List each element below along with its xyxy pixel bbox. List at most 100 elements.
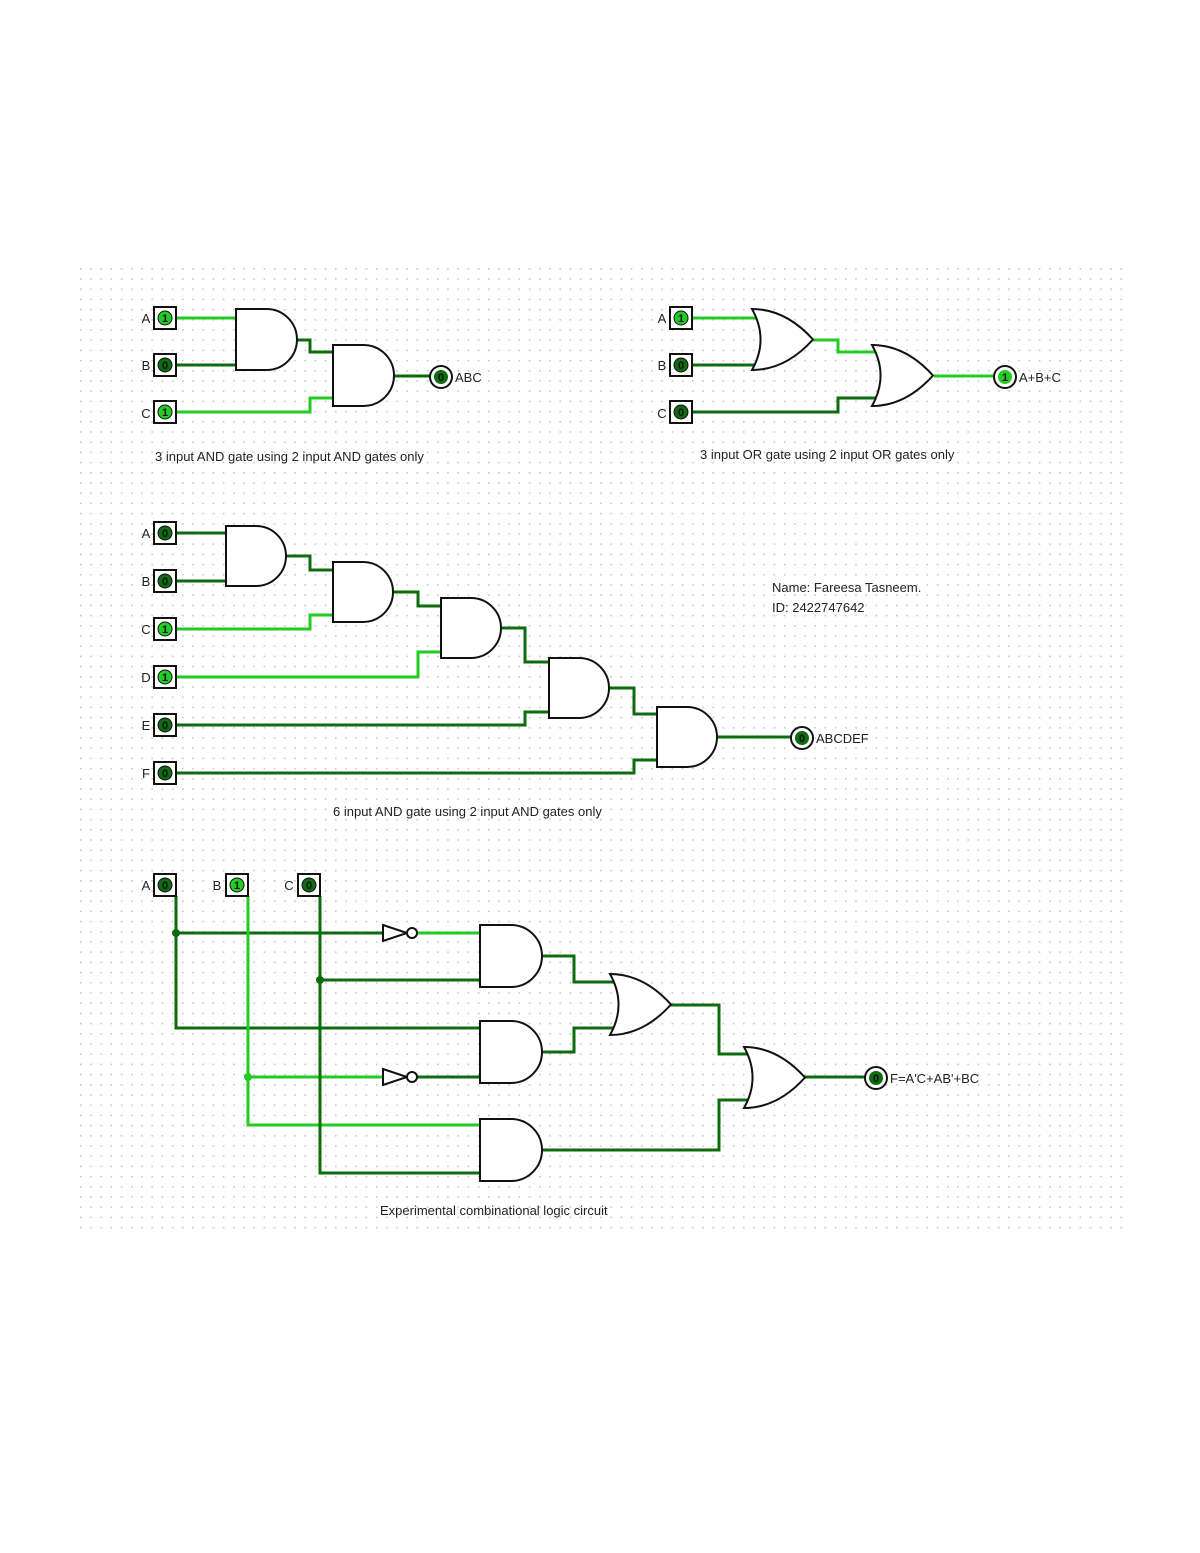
input-pin-c[interactable]: 1 [153,400,177,424]
pin-value: 0 [438,372,444,384]
or-gate[interactable] [870,343,935,408]
pin-led [998,370,1012,384]
output-label-abc: ABC [455,370,482,385]
wire [174,896,480,1030]
pin-led [301,877,317,893]
pin-led [157,765,173,781]
pin-value: 0 [799,733,805,745]
gate-layer [225,307,935,1182]
pin-value: 0 [873,1073,879,1085]
and-gate[interactable] [548,657,610,719]
pin-led [157,717,173,733]
or-gate[interactable] [742,1045,807,1110]
wire [392,590,441,608]
input-pin-c[interactable]: 0 [669,400,693,424]
and-gate[interactable] [225,525,287,587]
input-label-c: C [657,406,666,421]
wire [812,338,878,354]
output-pin-f[interactable]: 0 [864,1066,888,1090]
wire [536,1098,748,1152]
input-pin-a[interactable]: 1 [669,306,693,330]
not-gate[interactable] [382,923,411,943]
input-pin-a[interactable]: 1 [153,306,177,330]
pin-led [157,877,173,893]
output-pin-abcdef[interactable]: 0 [790,726,814,750]
input-pin-b[interactable]: 0 [669,353,693,377]
not-gate-bubble [406,1071,418,1083]
and-gate[interactable] [656,706,718,768]
pin-led [157,573,173,589]
input-pin-f[interactable]: 0 [153,761,177,785]
caption-circuit-1: 3 input AND gate using 2 input AND gates… [155,449,424,464]
wire-junction [244,1073,252,1081]
not-gate-bubble [406,927,418,939]
or-gate[interactable] [608,972,673,1037]
wire [318,896,480,1175]
input-pin-b[interactable]: 0 [153,353,177,377]
input-pin-d[interactable]: 1 [153,665,177,689]
pin-led [673,357,689,373]
input-pin-b[interactable]: 1 [225,873,249,897]
input-pin-e[interactable]: 0 [153,713,177,737]
output-pin-a-plus-b-plus-c[interactable]: 1 [993,365,1017,389]
caption-circuit-2: 3 input OR gate using 2 input OR gates o… [700,447,955,462]
wire [176,650,441,679]
wire [500,626,549,664]
pin-value: 1 [234,880,240,892]
input-pin-c[interactable]: 0 [297,873,321,897]
input-label-d: D [141,670,150,685]
input-label-a: A [142,311,151,326]
and-gate[interactable] [479,1118,543,1182]
pin-led [157,669,173,685]
pin-value: 1 [162,624,168,636]
wire-junction [316,976,324,984]
wire [176,396,333,414]
output-label-a-plus-b-plus-c: A+B+C [1019,370,1061,385]
or-gate[interactable] [750,307,815,372]
pin-led [157,404,173,420]
pin-value: 0 [162,360,168,372]
pin-led [157,621,173,637]
input-label-b: B [142,574,151,589]
and-gate[interactable] [332,561,394,623]
output-pin-abc[interactable]: 0 [429,365,453,389]
not-gate[interactable] [382,1067,411,1087]
input-pin-a[interactable]: 0 [153,873,177,897]
wire [692,396,878,414]
input-pin-b[interactable]: 0 [153,569,177,593]
input-label-a: A [142,526,151,541]
author-name: Name: Fareesa Tasneem. [772,580,921,595]
input-pin-a[interactable]: 0 [153,521,177,545]
pin-value: 1 [162,407,168,419]
wire [176,710,549,727]
input-label-c: C [141,406,150,421]
input-label-c: C [284,878,293,893]
pin-value: 0 [678,360,684,372]
author-id: ID: 2422747642 [772,600,865,615]
pin-value: 0 [306,880,312,892]
wire [296,338,333,354]
pin-led [673,310,689,326]
wire [176,613,333,631]
and-gate[interactable] [479,1020,543,1084]
and-gate[interactable] [479,924,543,988]
output-label-f: F=A'C+AB'+BC [890,1071,979,1086]
input-pin-c[interactable]: 1 [153,617,177,641]
and-gate[interactable] [332,344,395,407]
caption-circuit-4: Experimental combinational logic circuit [380,1203,608,1218]
wire-junction [172,929,180,937]
input-label-f: F [142,766,150,781]
wire [670,1003,748,1056]
pin-value: 1 [1002,372,1008,384]
pin-led [157,357,173,373]
input-label-b: B [213,878,222,893]
pin-value: 1 [162,672,168,684]
input-label-c: C [141,622,150,637]
pin-value: 0 [162,576,168,588]
pin-led [434,370,448,384]
and-gate[interactable] [440,597,502,659]
wire [284,554,333,572]
wire-layer [172,316,994,1175]
and-gate[interactable] [235,308,298,371]
